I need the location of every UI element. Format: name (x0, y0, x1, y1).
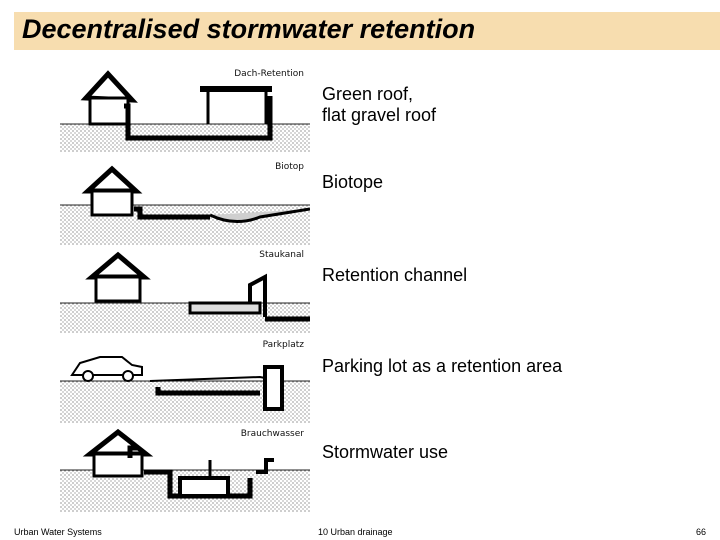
panel-biotope: Biotop (60, 159, 310, 245)
caption-biotope: Biotope (322, 172, 384, 192)
caption-line: flat gravel roof (322, 105, 437, 125)
caption-line: Green roof, (322, 84, 414, 104)
house-retention-channel-illustration (60, 251, 310, 333)
car-parking-lot-illustration (60, 356, 310, 423)
caption-retention-channel: Retention channel (322, 265, 468, 285)
footer-course: Urban Water Systems (14, 527, 102, 537)
house-green-roof-illustration (60, 70, 310, 152)
page-number: 66 (695, 527, 706, 537)
house-biotope-illustration (60, 165, 310, 245)
caption-green-roof: Green roof, flat gravel roof (322, 84, 436, 126)
footer-chapter: 10 Urban drainage (318, 527, 393, 537)
caption-stormwater-use: Stormwater use (322, 442, 449, 462)
panel-green-roof: Dach-Retention (60, 66, 310, 152)
panel-parking-lot: Parkplatz (60, 337, 310, 423)
panel-stormwater-use: Brauchwasser (60, 426, 310, 512)
panel-tag: Dach-Retention (234, 69, 304, 79)
house-stormwater-use-illustration (60, 428, 310, 512)
panel-retention-channel: Staukanal (60, 247, 310, 333)
panel-tag: Biotop (275, 162, 304, 172)
slide-title: Decentralised stormwater retention (22, 14, 476, 44)
panel-tag: Parkplatz (262, 340, 304, 350)
panel-tag: Brauchwasser (240, 429, 304, 439)
title-bar (14, 12, 720, 50)
panel-tag: Staukanal (259, 250, 304, 260)
caption-parking-lot: Parking lot as a retention area (322, 356, 563, 376)
